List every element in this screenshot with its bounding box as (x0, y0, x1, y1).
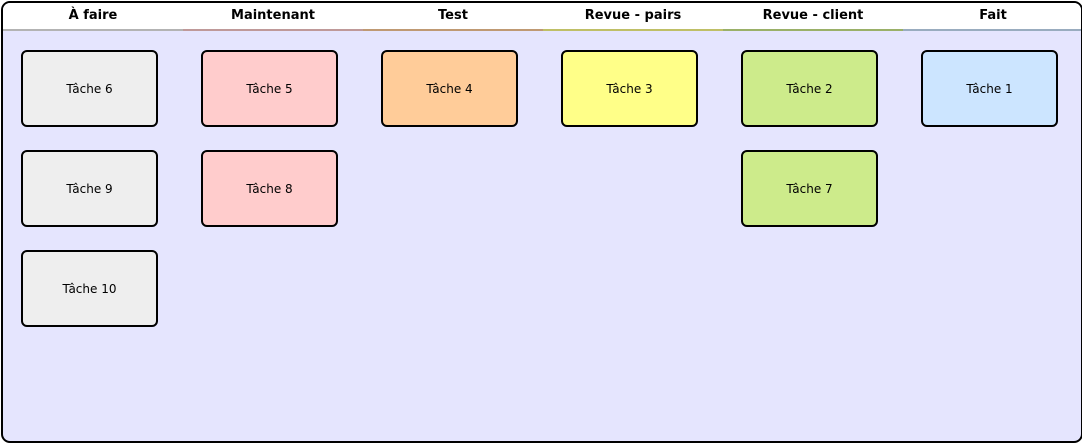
task-card[interactable]: Tâche 2 (741, 50, 878, 127)
task-card[interactable]: Tâche 10 (21, 250, 158, 327)
column-rule (3, 29, 183, 31)
board-header: À faire Maintenant Test Revue - pairs Re… (3, 3, 1081, 31)
task-card[interactable]: Tâche 1 (921, 50, 1058, 127)
task-card[interactable]: Tâche 3 (561, 50, 698, 127)
column-rule (723, 29, 903, 31)
column-title-done: Fait (979, 8, 1007, 23)
task-card[interactable]: Tâche 4 (381, 50, 518, 127)
task-card[interactable]: Tâche 7 (741, 150, 878, 227)
column-title-now: Maintenant (231, 8, 315, 23)
task-card[interactable]: Tâche 6 (21, 50, 158, 127)
task-card[interactable]: Tâche 8 (201, 150, 338, 227)
column-title-peer-review: Revue - pairs (584, 8, 682, 23)
column-rule (903, 29, 1081, 31)
column-rule (543, 29, 723, 31)
task-card[interactable]: Tâche 9 (21, 150, 158, 227)
column-rule (183, 29, 363, 31)
column-rule (363, 29, 543, 31)
column-title-test: Test (438, 8, 468, 23)
column-title-todo: À faire (68, 8, 118, 23)
task-card[interactable]: Tâche 5 (201, 50, 338, 127)
column-title-client-review: Revue - client (762, 8, 864, 23)
